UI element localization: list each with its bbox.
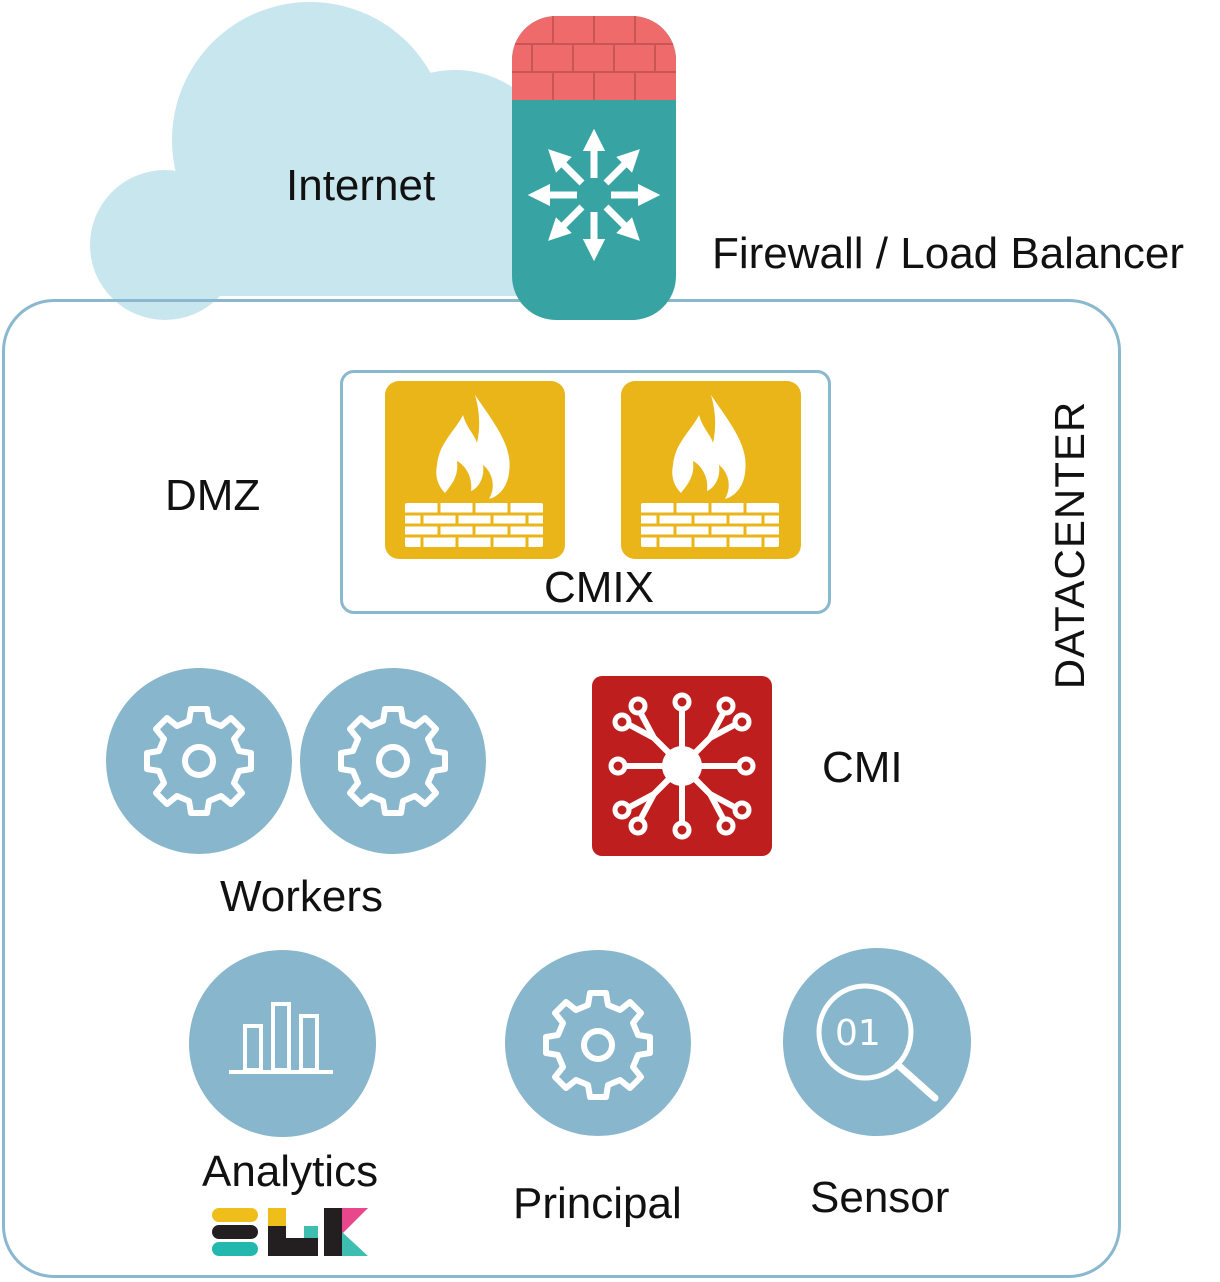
firewall-load-balancer-label: Firewall / Load Balancer <box>712 229 1185 278</box>
cloud-icon <box>90 2 580 320</box>
load-balancer-icon <box>512 16 676 320</box>
gear-icon <box>505 950 691 1136</box>
sensor-binary-glyph: 01 <box>835 1013 881 1054</box>
sensor-label: Sensor <box>810 1173 950 1222</box>
elk-logo <box>212 1208 368 1256</box>
workers-label: Workers <box>220 872 383 921</box>
cmix-label: CMIX <box>544 563 654 612</box>
binary-search-icon <box>783 948 971 1136</box>
gear-icon <box>106 668 292 854</box>
cmi-label: CMI <box>822 743 903 792</box>
gear-icon <box>300 668 486 854</box>
datacenter-label: DATACENTER <box>1046 400 1093 690</box>
dmz-label: DMZ <box>165 471 261 520</box>
firewall-flame-icon <box>385 381 565 559</box>
network-hub-icon <box>592 676 772 856</box>
firewall-flame-icon <box>621 381 801 559</box>
internet-label: Internet <box>286 161 436 210</box>
bar-chart-icon <box>189 950 376 1137</box>
analytics-label: Analytics <box>202 1147 379 1196</box>
cmix-group <box>340 370 831 614</box>
principal-label: Principal <box>513 1179 682 1228</box>
